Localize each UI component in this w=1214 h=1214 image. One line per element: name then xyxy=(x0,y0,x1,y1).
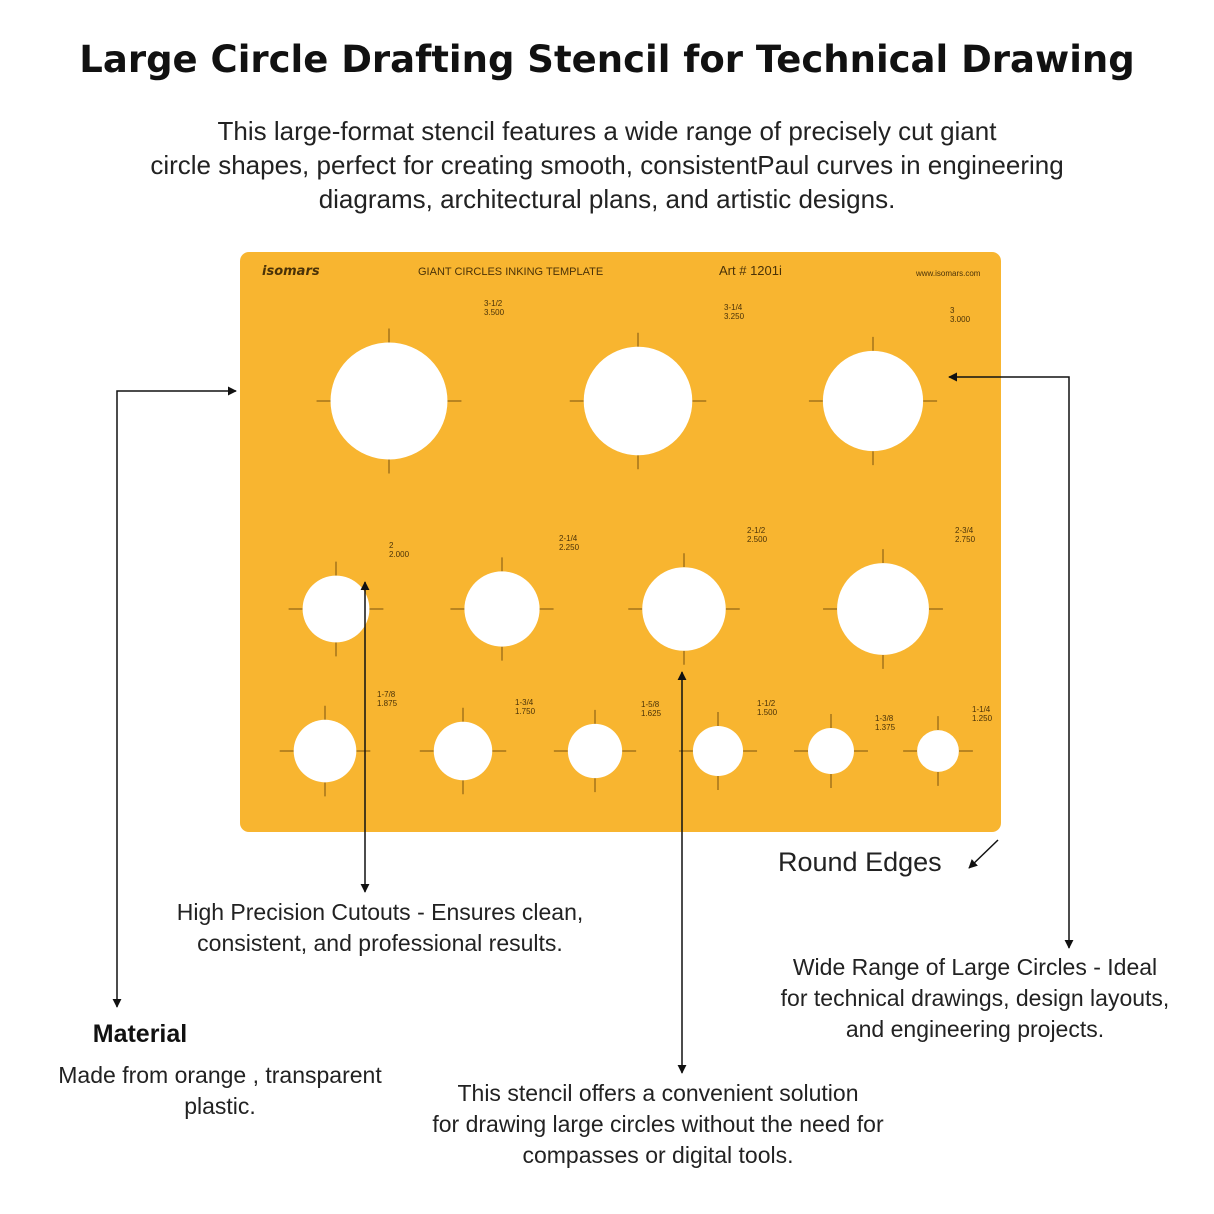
callout-line: This stencil offers a convenient solutio… xyxy=(457,1080,859,1106)
callout-arrows xyxy=(112,372,1074,1074)
size-label-decimal: 3.250 xyxy=(724,312,745,321)
circle-cutout-2-000 xyxy=(302,575,370,643)
size-label-decimal: 1.750 xyxy=(515,707,536,716)
solution-callout: This stencil offers a convenient solutio… xyxy=(388,1078,928,1171)
size-label-fraction: 2 xyxy=(389,541,394,550)
callout-line: consistent, and professional results. xyxy=(197,930,563,956)
circle-cutout-3-500 xyxy=(330,342,448,460)
size-label-decimal: 1.375 xyxy=(875,723,896,732)
size-label-fraction: 1-3/8 xyxy=(875,714,894,723)
size-label-decimal: 1.625 xyxy=(641,709,662,718)
size-label-fraction: 3-1/4 xyxy=(724,303,743,312)
intro-line: This large-format stencil features a wid… xyxy=(217,116,997,146)
size-label-decimal: 2.750 xyxy=(955,535,976,544)
size-label-decimal: 1.250 xyxy=(972,714,993,723)
size-label-fraction: 2-1/4 xyxy=(559,534,578,543)
material-heading: Material xyxy=(92,1020,188,1048)
callout-line: High Precision Cutouts - Ensures clean, xyxy=(176,899,584,925)
callout-line: plastic. xyxy=(184,1093,256,1119)
precision-callout: High Precision Cutouts - Ensures clean, … xyxy=(120,897,640,959)
size-label-fraction: 2-3/4 xyxy=(955,526,974,535)
circle-cutout-3-000 xyxy=(822,350,924,452)
callout-line: and engineering projects. xyxy=(845,1016,1105,1042)
range-callout: Wide Range of Large Circles - Ideal for … xyxy=(740,952,1210,1045)
size-label-decimal: 3.000 xyxy=(950,315,971,324)
size-label-fraction: 2-1/2 xyxy=(747,526,766,535)
circle-cutout-1-625 xyxy=(567,723,623,779)
circle-cutout-3-250 xyxy=(583,346,693,456)
page-title: Large Circle Drafting Stencil for Techni… xyxy=(79,38,1135,81)
size-label-fraction: 1-7/8 xyxy=(377,690,396,699)
size-label-decimal: 2.500 xyxy=(747,535,768,544)
callout-line: compasses or digital tools. xyxy=(522,1142,794,1168)
callout-line: for technical drawings, design layouts, xyxy=(780,985,1170,1011)
article-number: Art # 1201i xyxy=(719,263,782,278)
circle-cutout-2-250 xyxy=(464,571,540,647)
material-callout: Made from orange , transparent plastic. xyxy=(10,1060,430,1122)
circle-cutout-1-375 xyxy=(808,728,854,774)
website-url: www.isomars.com xyxy=(915,269,981,278)
intro-line: diagrams, architectural plans, and artis… xyxy=(318,184,896,214)
size-label-fraction: 1-1/2 xyxy=(757,699,776,708)
size-label-fraction: 1-3/4 xyxy=(515,698,534,707)
circle-cutout-2-750 xyxy=(837,563,929,655)
size-label-decimal: 2.250 xyxy=(559,543,580,552)
circle-cutout-1-750 xyxy=(433,721,493,781)
size-labels: 3-1/23.500 3-1/43.250 33.000 22.000 2-1/42.2… xyxy=(377,299,993,732)
circle-cutout-1-500 xyxy=(692,725,744,777)
size-label-decimal: 1.500 xyxy=(757,708,778,717)
size-label-decimal: 1.875 xyxy=(377,699,398,708)
material-arrow xyxy=(112,386,237,1008)
intro-paragraph: This large-format stencil features a wid… xyxy=(80,114,1134,216)
circle-cutout-2-500 xyxy=(642,567,726,651)
range-arrow xyxy=(948,372,1074,949)
callout-line: Made from orange , transparent xyxy=(58,1062,382,1088)
circle-cutout-1-250 xyxy=(917,730,959,772)
size-label-fraction: 3-1/2 xyxy=(484,299,503,308)
template-name: GIANT CIRCLES INKING TEMPLATE xyxy=(418,266,603,278)
round-edges-label: Round Edges xyxy=(778,847,942,877)
size-label-fraction: 1-5/8 xyxy=(641,700,660,709)
callout-line: for drawing large circles without the ne… xyxy=(432,1111,884,1137)
size-label-fraction: 1-1/4 xyxy=(972,705,991,714)
circle-cutouts xyxy=(293,342,959,783)
intro-line: circle shapes, perfect for creating smoo… xyxy=(150,150,1064,180)
size-label-fraction: 3 xyxy=(950,306,955,315)
brand-logo: isomars xyxy=(262,264,320,279)
round-edges-arrow xyxy=(968,839,999,869)
callout-line: Wide Range of Large Circles - Ideal xyxy=(792,954,1158,980)
circle-cutout-1-875 xyxy=(293,719,357,783)
size-label-decimal: 2.000 xyxy=(389,550,410,559)
size-label-decimal: 3.500 xyxy=(484,308,505,317)
